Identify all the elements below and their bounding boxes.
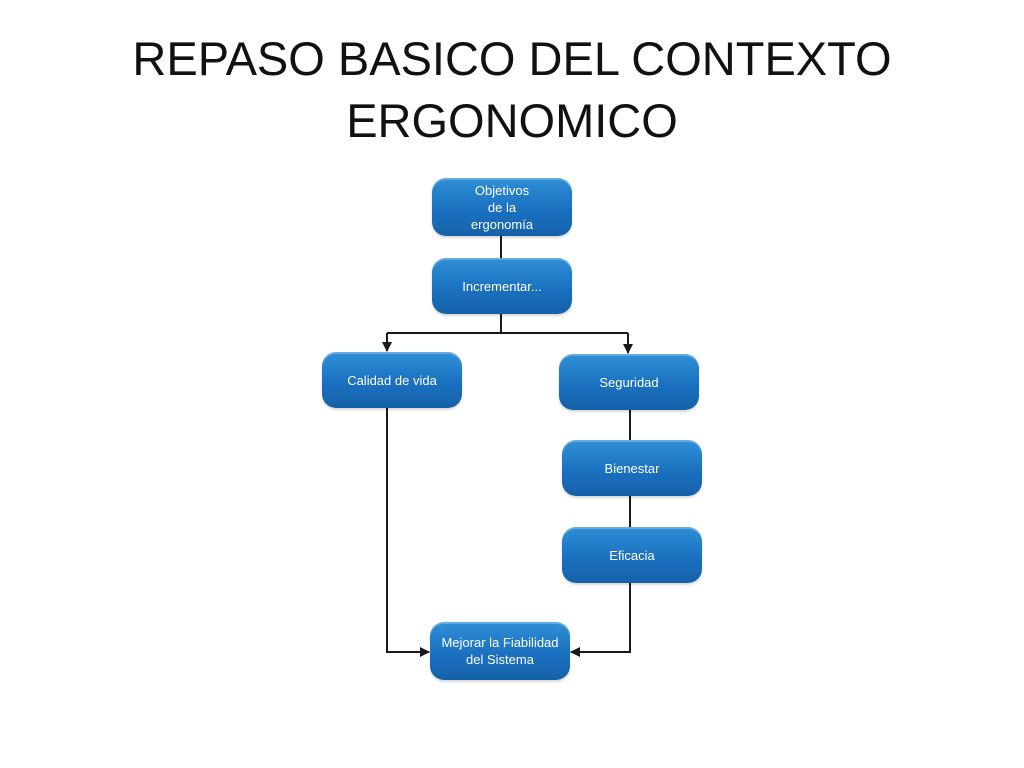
node-incrementar-label: Incrementar...: [462, 278, 542, 294]
node-mejorar-label: Mejorar la Fiabilidad del Sistema: [441, 635, 559, 667]
node-objetivos-label: Objetivos de la ergonomía: [470, 182, 534, 232]
node-eficacia: Eficacia: [562, 527, 702, 583]
node-bienestar: Bienestar: [562, 440, 702, 496]
title-line-1: REPASO BASICO DEL CONTEXTO: [132, 32, 892, 85]
node-seguridad: Seguridad: [559, 354, 699, 410]
edge-eficacia-mejorar: [570, 583, 631, 657]
node-eficacia-label: Eficacia: [609, 547, 655, 563]
node-incrementar: Incrementar...: [432, 258, 572, 314]
page-title: REPASO BASICO DEL CONTEXTO ERGONOMICO: [0, 28, 1024, 152]
node-mejorar-fiabilidad: Mejorar la Fiabilidad del Sistema: [430, 622, 570, 680]
edge-calidad-mejorar: [386, 408, 430, 657]
node-calidad-label: Calidad de vida: [347, 372, 437, 388]
title-line-2: ERGONOMICO: [346, 94, 678, 147]
node-bienestar-label: Bienestar: [604, 460, 660, 476]
node-objetivos: Objetivos de la ergonomía: [432, 178, 572, 236]
node-calidad-de-vida: Calidad de vida: [322, 352, 462, 408]
node-seguridad-label: Seguridad: [599, 374, 659, 390]
